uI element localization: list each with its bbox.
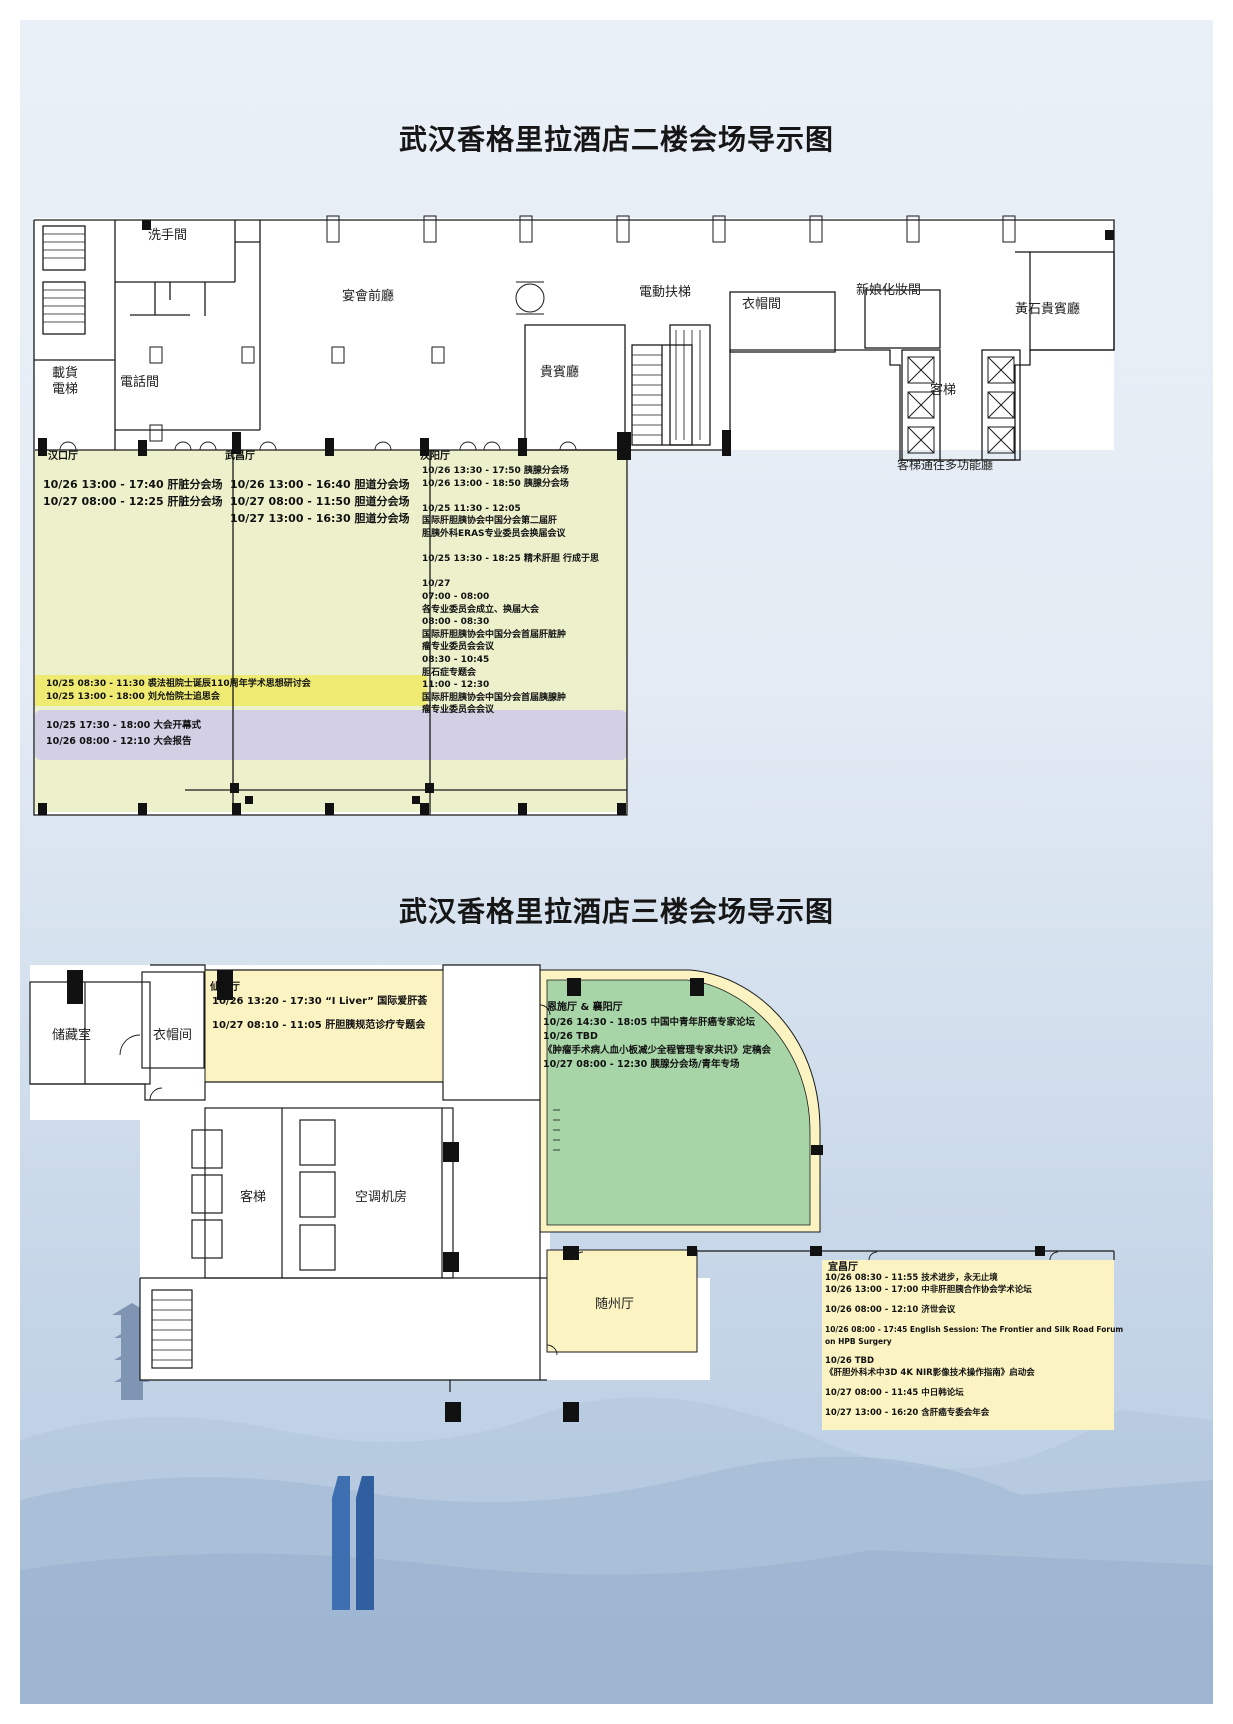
schedule-item: 10/27 08:10 - 11:05 肝胆胰规范诊疗专题会 <box>212 1020 426 1031</box>
schedule-item: 胆胰外科ERAS专业委员会换届会议 <box>422 528 566 539</box>
enshi-xiangyang-room-title: 恩施厅 & 襄阳厅 <box>547 1002 623 1013</box>
floor2-bridal-room-label: 新娘化妝間 <box>856 283 922 298</box>
floor2-vip-room-label: 貴賓廳 <box>540 365 580 380</box>
hankou-room-title: 汉口厅 <box>48 451 78 462</box>
schedule-item <box>422 490 599 503</box>
schedule-item <box>422 541 599 554</box>
schedule-item: 国际肝胆胰协会中国分会第二届肝 <box>422 516 558 527</box>
floor3-suizhou-label: 随州厅 <box>595 1297 635 1312</box>
floor3-storage-label: 储藏室 <box>52 1028 92 1043</box>
floor2-banquet-foyer-label: 宴會前廳 <box>342 289 395 304</box>
yellow-band-schedule: 10/25 08:30 - 11:30 裘法祖院士诞辰110周年学术思想研讨会 … <box>46 678 311 703</box>
schedule-item: 国际肝胆胰协会中国分会首届胰腺肿 <box>422 692 567 703</box>
schedule-item: 《肝胆外科术中3D 4K NIR影像技术操作指南》启动会 <box>825 1368 1035 1379</box>
floor2-cloakroom-label: 衣帽間 <box>742 297 782 312</box>
schedule-item: 10/25 13:30 - 18:25 精术肝胆 行成于思 <box>422 554 600 565</box>
schedule-item: 10/26 08:00 - 17:45 English Session: The… <box>825 1324 1124 1334</box>
schedule-item: 10/26 13:30 - 17:50 胰腺分会场 <box>422 466 569 476</box>
schedule-item: 10/27 08:00 - 11:45 中日韩论坛 <box>825 1388 964 1399</box>
schedule-item <box>422 566 599 579</box>
floor2-topaz-vip-label: 黃石貴賓廳 <box>1015 302 1081 317</box>
schedule-item: on HPB Surgery <box>825 1336 892 1346</box>
schedule-item: 《肿瘤手术病人血小板减少全程管理专家共识》定稿会 <box>543 1045 772 1056</box>
purple-band-schedule: 10/25 17:30 - 18:00 大会开幕式 10/26 08:00 - … <box>46 718 201 750</box>
enshi-xiangyang-schedule: 10/26 14:30 - 18:05 中国中青年肝癌专家论坛 10/26 TB… <box>543 1016 771 1072</box>
schedule-item: 10/27 08:00 - 12:30 胰腺分会场/青年专场 <box>543 1059 740 1070</box>
schedule-item: 10/27 08:00 - 11:50 胆道分会场 <box>230 495 410 508</box>
floor2-restroom-label: 洗手間 <box>148 228 188 243</box>
wuchang-room-title: 武昌厅 <box>225 451 255 462</box>
floor3-guest-elevator-label: 客梯 <box>240 1190 267 1205</box>
schedule-item: 瘤专业委员会会议 <box>422 705 495 716</box>
floor2-escalator-label: 電動扶梯 <box>639 285 692 300</box>
schedule-item: 10/26 13:00 - 18:50 胰腺分会场 <box>422 478 569 489</box>
floor3-title: 武汉香格里拉酒店三楼会场导示图 <box>398 895 834 928</box>
floor2-guest-elevator-label: 客梯 <box>930 383 957 398</box>
schedule-item <box>825 1399 1123 1407</box>
floor3-ac-room-label: 空调机房 <box>355 1190 408 1205</box>
schedule-item: 10/25 13:00 - 18:00 刘允怡院士追思会 <box>46 691 220 702</box>
schedule-item: 10/25 11:30 - 12:05 <box>422 503 521 514</box>
schedule-item <box>825 1379 1123 1387</box>
floor2-plan <box>33 215 1115 816</box>
schedule-item: 10/25 08:30 - 11:30 裘法祖院士诞辰110周年学术思想研讨会 <box>46 679 311 689</box>
schedule-item: 10/26 13:00 - 17:40 肝脏分会场 <box>43 478 223 491</box>
schedule-item: 10/26 08:00 - 12:10 济世会议 <box>825 1304 956 1315</box>
floor3-plan <box>29 964 1115 1430</box>
hanyang-room-title: 汉阳厅 <box>420 451 450 462</box>
schedule-item <box>825 1316 1123 1324</box>
schedule-item: 10/26 TBD <box>825 1356 875 1367</box>
yichang-schedule: 10/26 08:30 - 11:55 技术进步，永无止境 10/26 13:0… <box>825 1272 1123 1419</box>
schedule-item: 10/25 17:30 - 18:00 大会开幕式 <box>46 720 202 731</box>
schedule-item: 08:30 - 10:45 <box>422 654 490 665</box>
schedule-item: 瘤专业委员会会议 <box>422 642 495 653</box>
schedule-item: 10/26 TBD <box>543 1031 598 1042</box>
schedule-item <box>825 1348 1123 1356</box>
mountain-silhouette <box>20 1397 1213 1704</box>
schedule-item: 10/27 <box>422 579 451 590</box>
floor2-freight-elevator-label: 載貨電梯 <box>52 366 79 397</box>
schedule-item <box>825 1296 1123 1304</box>
schedule-item: 10/26 13:00 - 17:00 中非肝胆胰合作协会学术论坛 <box>825 1285 1032 1295</box>
schedule-item: 国际肝胆胰协会中国分会首届肝脏肿 <box>422 629 567 640</box>
schedule-item: 10/26 13:20 - 17:30 “I Liver” 国际爱肝荟 <box>212 996 428 1007</box>
twin-towers-decoration <box>332 1476 374 1610</box>
xiantao-schedule: 10/26 13:20 - 17:30 “I Liver” 国际爱肝荟 10/2… <box>212 990 427 1038</box>
schedule-item: 胆石症专题会 <box>422 667 477 678</box>
schedule-item: 10/26 08:30 - 11:55 技术进步，永无止境 <box>825 1273 998 1283</box>
schedule-item: 10/26 08:00 - 12:10 大会报告 <box>46 736 192 747</box>
floor-plan-drawing <box>20 215 1213 1704</box>
schedule-item: 10/27 13:00 - 16:30 胆道分会场 <box>230 512 410 525</box>
poster: 武汉香格里拉酒店二楼会场导示图 武汉香格里拉酒店三楼会场导示图 洗手間 宴會前廳… <box>20 20 1213 1704</box>
wuchang-schedule: 10/26 13:00 - 16:40 胆道分会场 10/27 08:00 - … <box>230 476 410 527</box>
xiantao-room-title: 仙桃厅 <box>210 982 240 993</box>
floor2-title: 武汉香格里拉酒店二楼会场导示图 <box>398 123 834 156</box>
schedule-item: 10/27 08:00 - 12:25 肝脏分会场 <box>43 495 223 508</box>
schedule-item: 10/27 13:00 - 16:20 含肝癌专委会年会 <box>825 1407 990 1418</box>
floor2-elevator-note: 客梯通往多功能廳 <box>897 458 994 472</box>
schedule-item: 11:00 - 12:30 <box>422 680 490 691</box>
schedule-item: 10/26 14:30 - 18:05 中国中青年肝癌专家论坛 <box>543 1017 756 1028</box>
hanyang-schedule: 10/26 13:30 - 17:50 胰腺分会场 10/26 13:00 - … <box>422 465 599 717</box>
floor3-cloakroom-label: 衣帽间 <box>153 1028 193 1043</box>
schedule-item: 08:00 - 08:30 <box>422 617 490 628</box>
schedule-item: 07:00 - 08:00 <box>422 591 490 602</box>
yichang-room-title: 宜昌厅 <box>828 1262 858 1273</box>
schedule-item: 各专业委员会成立、换届大会 <box>422 604 540 615</box>
schedule-item: 10/26 13:00 - 16:40 胆道分会场 <box>230 478 410 491</box>
hankou-schedule: 10/26 13:00 - 17:40 肝脏分会场 10/27 08:00 - … <box>43 476 223 510</box>
floor2-phone-room-label: 電話間 <box>120 375 160 390</box>
